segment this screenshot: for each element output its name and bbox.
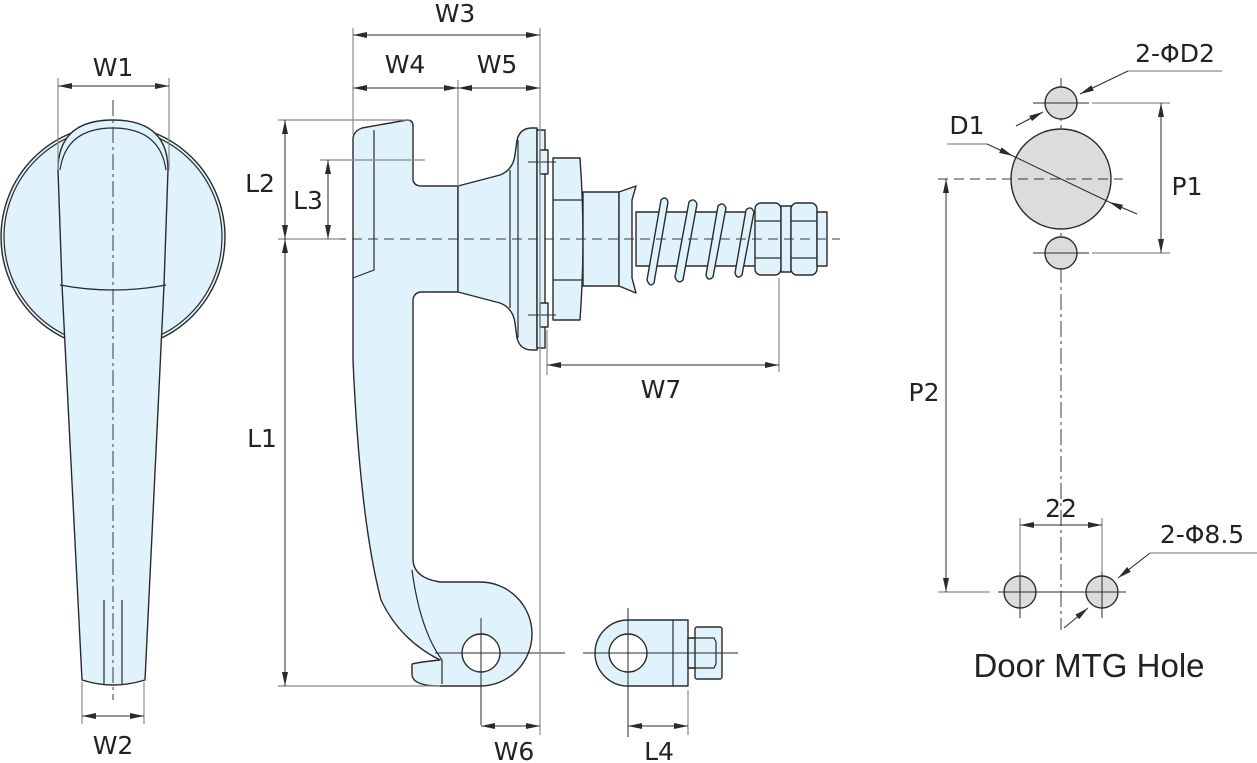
label-l4: L4 [644,737,674,763]
label-w7: W7 [641,375,682,404]
cam-hook-edge [411,569,443,684]
handle-inner-line [352,130,375,279]
label-w1: W1 [93,53,134,82]
dim-w7: W7 [546,278,780,404]
dim-d2: 2-ΦD2 [1015,39,1222,127]
dim-p2: P2 [909,179,990,593]
dim-l1-l2-l3: L2 L3 L1 [245,119,440,687]
dim-w2: W2 [81,682,145,760]
label-l2: L2 [245,169,275,198]
label-w4: W4 [385,50,426,79]
label-p2: P2 [909,378,940,407]
dim-8-5: 2-Φ8.5 [1063,520,1257,629]
label-2-8-5: 2-Φ8.5 [1160,520,1244,549]
dim-w1: W1 [57,53,170,170]
label-w2: W2 [93,731,134,760]
label-p1: P1 [1172,172,1203,201]
mounting-hole-view [938,78,1126,630]
dim-p1: P1 [1092,102,1203,254]
label-l1: L1 [247,424,277,453]
label-22: 22 [1045,494,1077,523]
dim-22: 22 [1019,494,1103,572]
cam-view [583,608,738,737]
front-view [0,100,226,700]
label-w6: W6 [494,737,535,763]
spring [646,197,755,286]
handle-lever [352,119,533,687]
mounting-hole-title: Door MTG Hole [973,647,1204,684]
label-w3: W3 [435,0,476,28]
label-d1: D1 [949,111,984,140]
dim-d1: D1 [947,111,1138,215]
dim-w6: W6 [481,130,541,763]
dim-w3-w4-w5: W3 W4 W5 [352,0,541,186]
side-view [320,119,840,725]
label-l3: L3 [293,186,323,215]
dim-l4: L4 [628,690,689,763]
label-2-d2: 2-ΦD2 [1135,39,1215,68]
label-w5: W5 [477,50,518,79]
